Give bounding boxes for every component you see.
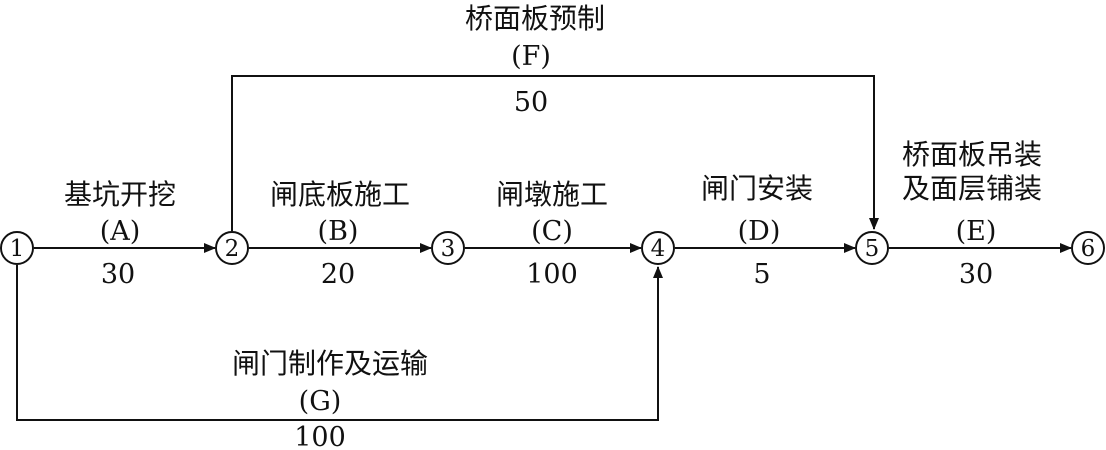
activity-f-name: 桥面板预制 [465, 2, 605, 35]
node-5-circle [855, 231, 889, 265]
activity-b-code: (B) [318, 216, 359, 247]
activity-e-code: (E) [956, 216, 997, 247]
activity-e-name-line1: 桥面板吊装 [902, 138, 1042, 171]
activity-d-code: (D) [738, 216, 781, 247]
node-2: 2 [215, 231, 249, 265]
activity-a-name: 基坑开挖 [64, 178, 176, 211]
node-1-label: 1 [10, 236, 25, 262]
activity-c-duration: 100 [526, 259, 578, 290]
node-4: 4 [641, 231, 675, 265]
edge-F [231, 75, 879, 231]
node-4-label: 4 [651, 236, 666, 262]
nodes: 1 2 3 4 5 6 [0, 231, 1105, 265]
node-4-circle [641, 231, 675, 265]
node-5: 5 [855, 231, 889, 265]
edges [16, 75, 1072, 421]
activity-f-duration: 50 [514, 87, 548, 118]
activity-a-code: (A) [100, 216, 141, 247]
node-6-label: 6 [1081, 236, 1096, 262]
node-6: 6 [1071, 231, 1105, 265]
activity-e-duration: 30 [959, 259, 993, 290]
activity-g-name: 闸门制作及运输 [232, 347, 428, 380]
node-3-label: 3 [441, 236, 456, 262]
node-2-label: 2 [225, 236, 240, 262]
activity-d-duration: 5 [753, 259, 770, 290]
node-3-circle [431, 231, 465, 265]
activity-c-code: (C) [531, 216, 573, 247]
activity-b-name: 闸底板施工 [270, 178, 410, 211]
activity-g-code: (G) [299, 386, 342, 417]
node-1: 1 [0, 231, 34, 265]
activity-d-name: 闸门安装 [701, 172, 813, 205]
node-6-circle [1071, 231, 1105, 265]
edge-G [16, 265, 663, 421]
node-3: 3 [431, 231, 465, 265]
activity-b-duration: 20 [321, 259, 355, 290]
activity-c-name: 闸墩施工 [496, 178, 608, 211]
node-1-circle [0, 231, 34, 265]
activity-a-duration: 30 [101, 259, 135, 290]
node-5-label: 5 [865, 236, 880, 262]
node-2-circle [215, 231, 249, 265]
activity-e-name-line2: 及面层铺装 [902, 172, 1042, 205]
activity-f-code: (F) [511, 41, 551, 72]
activity-g-duration: 100 [294, 422, 346, 450]
activity-labels: 基坑开挖 (A) 30 闸底板施工 (B) 20 闸墩施工 (C) 100 闸门… [64, 2, 1042, 450]
